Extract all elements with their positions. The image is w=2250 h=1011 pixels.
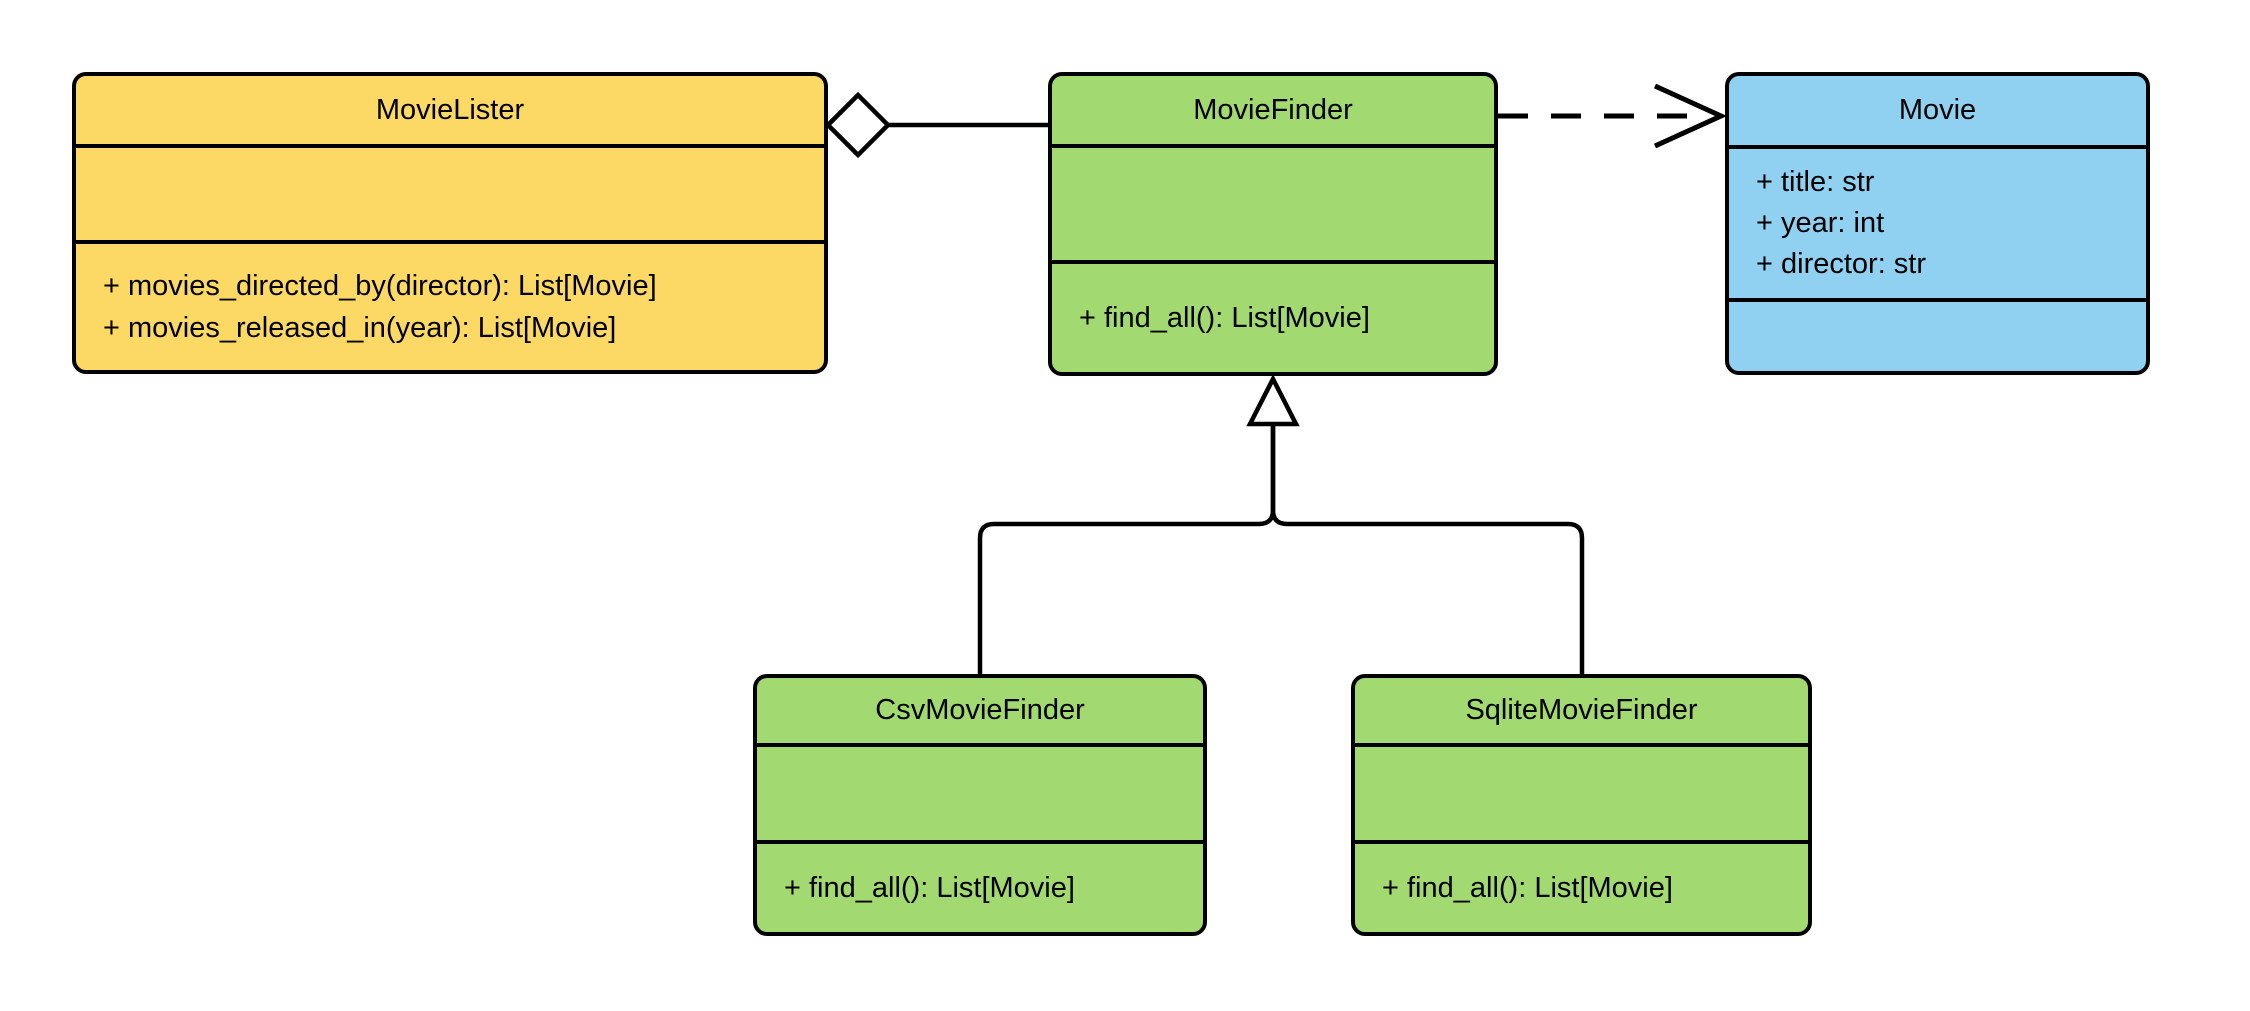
class-box-movielister: MovieLister + movies_directed_by(directo… bbox=[72, 72, 828, 374]
method-label: + movies_released_in(year): List[Movie] bbox=[103, 312, 617, 344]
class-box-moviefinder: MovieFinder + find_all(): List[Movie] bbox=[1048, 72, 1498, 376]
method-label: + find_all(): List[Movie] bbox=[1382, 872, 1673, 904]
methods-compartment-csvmoviefinder: + find_all(): List[Movie] bbox=[757, 840, 1203, 932]
attribute-label: + year: int bbox=[1756, 207, 1885, 239]
attributes-compartment-moviefinder bbox=[1052, 144, 1494, 260]
attributes-compartment-movie: + title: str + year: int + director: str bbox=[1729, 145, 2146, 298]
dependency-connector-moviefinder-movie bbox=[1498, 83, 1728, 149]
inheritance-connector-sqlitemoviefinder bbox=[1270, 424, 1585, 674]
methods-compartment-sqlitemoviefinder: + find_all(): List[Movie] bbox=[1355, 840, 1808, 932]
class-name-movie: Movie bbox=[1898, 94, 1977, 126]
class-name-sqlitemoviefinder: SqliteMovieFinder bbox=[1465, 694, 1698, 726]
class-box-csvmoviefinder: CsvMovieFinder + find_all(): List[Movie] bbox=[753, 674, 1207, 936]
attribute-label: + director: str bbox=[1756, 248, 1927, 280]
inheritance-connector-csvmoviefinder bbox=[977, 424, 1276, 674]
method-label: + find_all(): List[Movie] bbox=[784, 872, 1075, 904]
method-label: + movies_directed_by(director): List[Mov… bbox=[103, 270, 657, 302]
attributes-compartment-csvmoviefinder bbox=[757, 743, 1203, 840]
methods-compartment-movielister: + movies_directed_by(director): List[Mov… bbox=[76, 240, 824, 370]
methods-compartment-moviefinder: + find_all(): List[Movie] bbox=[1052, 260, 1494, 372]
attributes-compartment-movielister bbox=[76, 144, 824, 240]
method-label: + find_all(): List[Movie] bbox=[1079, 302, 1370, 334]
class-name-moviefinder: MovieFinder bbox=[1193, 93, 1353, 126]
class-box-movie: Movie + title: str + year: int + directo… bbox=[1725, 72, 2150, 375]
class-box-sqlitemoviefinder: SqliteMovieFinder + find_all(): List[Mov… bbox=[1351, 674, 1812, 936]
class-name-csvmoviefinder: CsvMovieFinder bbox=[875, 694, 1085, 726]
hollow-triangle-icon bbox=[1246, 374, 1300, 427]
hollow-diamond-icon bbox=[824, 91, 892, 159]
attributes-compartment-sqlitemoviefinder bbox=[1355, 743, 1808, 840]
class-name-movielister: MovieLister bbox=[375, 93, 525, 126]
attribute-label: + title: str bbox=[1756, 166, 1875, 198]
aggregation-connector-movielister-moviefinder bbox=[824, 91, 1048, 159]
methods-compartment-movie bbox=[1729, 298, 2146, 371]
open-arrowhead-icon bbox=[1653, 83, 1728, 149]
